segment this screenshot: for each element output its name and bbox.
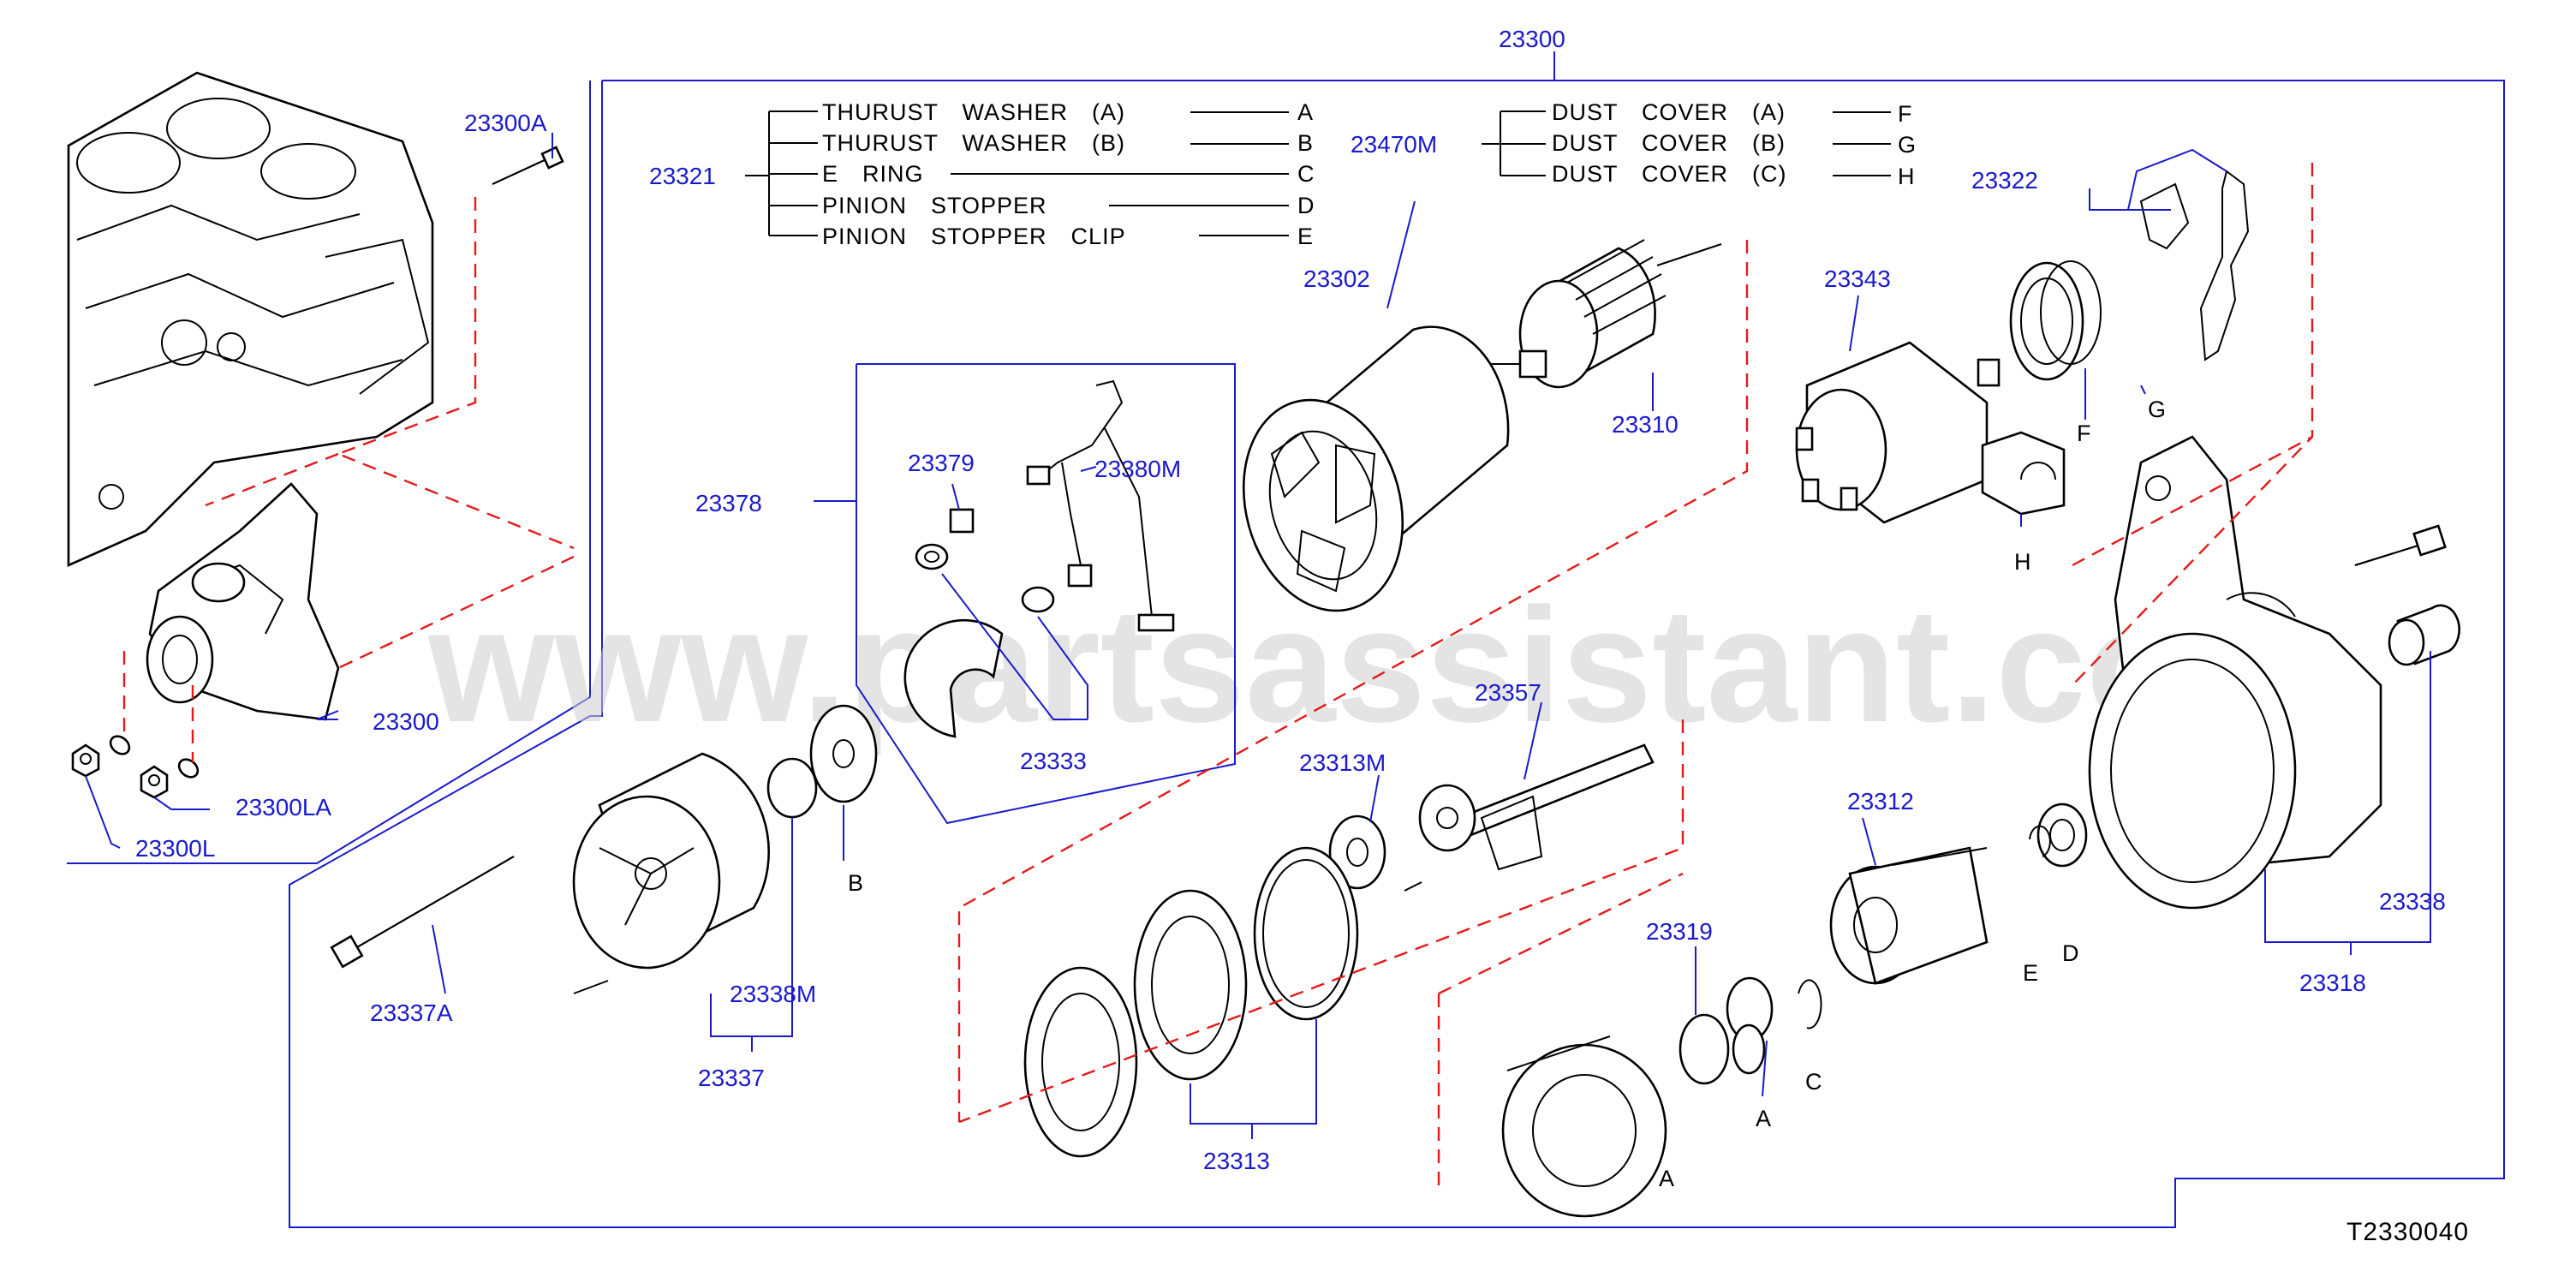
callout-label: 23321 <box>649 163 716 189</box>
leader-lines <box>85 133 2431 1139</box>
kit-item-code: A <box>1297 99 1314 125</box>
callout-label: 23333 <box>1020 748 1087 774</box>
callout-label: 23310 <box>1612 411 1679 438</box>
kit-item-name: DUST COVER (A) <box>1552 99 1786 125</box>
engine-block <box>67 71 434 568</box>
callout-label: 23300L <box>135 835 215 862</box>
drawing-number: T2330040 <box>2346 1218 2469 1246</box>
yoke-23302 <box>1242 325 1510 612</box>
callout-label: 23379 <box>908 450 975 476</box>
callout-label: 23300LA <box>236 794 331 820</box>
callout-label: 23343 <box>1824 266 1891 292</box>
kit-item-name: DUST COVER (C) <box>1552 161 1787 187</box>
kit-item-code: E <box>1297 224 1314 249</box>
bolt-and-bushing <box>2354 524 2460 666</box>
letter-label: H <box>2014 549 2032 575</box>
armature-23310 <box>1490 239 1722 389</box>
letter-label: A <box>1659 1166 1675 1191</box>
clip-23322 <box>2139 170 2250 361</box>
pinion-stopper-rings <box>2029 803 2088 868</box>
letter-label: F <box>2077 421 2092 446</box>
callout-label: 23470M <box>1351 131 1437 158</box>
kit-23321-list: THURUST WASHER (A) THURUST WASHER (B) E … <box>745 99 1315 249</box>
kit-item-name: PINION STOPPER <box>822 193 1047 218</box>
callout-label: 23338M <box>730 981 816 1007</box>
kit-item-name: THURUST WASHER (A) <box>822 99 1125 125</box>
starter-mounted <box>146 482 340 721</box>
assembly-boundary <box>67 51 2505 1228</box>
callout-label: 23312 <box>1847 788 1914 815</box>
kit-23470M-list: DUST COVER (A) DUST COVER (B) DUST COVER… <box>1482 99 1917 189</box>
letter-labels: B F G H E D A A C <box>848 397 2167 1191</box>
callout-label: 23313 <box>1203 1148 1270 1174</box>
gear-23313M <box>1328 815 1386 890</box>
nuts-and-washers <box>71 735 200 799</box>
kit-item-name: PINION STOPPER CLIP <box>822 224 1126 249</box>
kit-item-code: F <box>1898 101 1913 127</box>
kit-item-code: B <box>1297 130 1314 156</box>
callout-label: 23378 <box>695 490 762 516</box>
kit-item-name: DUST COVER (B) <box>1552 130 1786 156</box>
internal-gear-23313 <box>1023 846 1359 1158</box>
thrust-washers <box>1679 976 1822 1085</box>
letter-label: E <box>2023 960 2039 986</box>
solenoid-23343 <box>1795 341 2001 524</box>
callout-label: 23318 <box>2299 970 2366 996</box>
kit-item-code: D <box>1297 193 1315 218</box>
letter-label: C <box>1805 1069 1823 1095</box>
kit-item-name: E RING <box>822 161 924 187</box>
kit-item-code: C <box>1297 161 1315 187</box>
kit-item-code: G <box>1898 132 1917 158</box>
letter-label: A <box>1756 1106 1772 1131</box>
brush-holder-parts <box>903 379 1175 738</box>
watermark: www.partsassistant.com <box>427 575 2330 756</box>
callout-label: 23338 <box>2379 888 2446 915</box>
callout-label: 23337A <box>370 999 453 1026</box>
callout-label: 23322 <box>1971 167 2038 194</box>
kit-23378-box <box>814 363 1236 825</box>
letter-label: D <box>2062 940 2080 966</box>
callout-label: 23302 <box>1303 266 1370 292</box>
dust-covers <box>1981 260 2102 516</box>
callout-label: 23357 <box>1475 679 1541 706</box>
callout-label: 23380M <box>1094 456 1181 482</box>
callout-label: 23337 <box>698 1065 765 1091</box>
callout-label: 23300 <box>373 708 439 735</box>
letter-label: B <box>848 870 864 896</box>
callout-label: 23313M <box>1299 749 1386 776</box>
callout-label: 23319 <box>1646 918 1713 945</box>
callout-label: 23300A <box>464 110 547 136</box>
kit-item-code: H <box>1898 164 1916 189</box>
through-bolt-23337A <box>330 856 515 969</box>
gear-housing-23318 <box>2088 435 2382 910</box>
kit-item-name: THURUST WASHER (B) <box>822 130 1125 156</box>
rear-cover-23337 <box>572 704 878 994</box>
callout-labels: 23300 23300A 23300 23300LA 23300L 23321 … <box>135 26 2446 1174</box>
phantom-lines-main <box>957 163 2314 1186</box>
pinion-clutch-23312 <box>1829 846 1989 985</box>
shaft-23357 <box>1404 743 1655 892</box>
letter-label: G <box>2148 397 2167 422</box>
drive-housing <box>1501 1035 1667 1218</box>
callout-label: 23300 <box>1499 26 1565 52</box>
phantom-lines-engine <box>122 197 575 762</box>
